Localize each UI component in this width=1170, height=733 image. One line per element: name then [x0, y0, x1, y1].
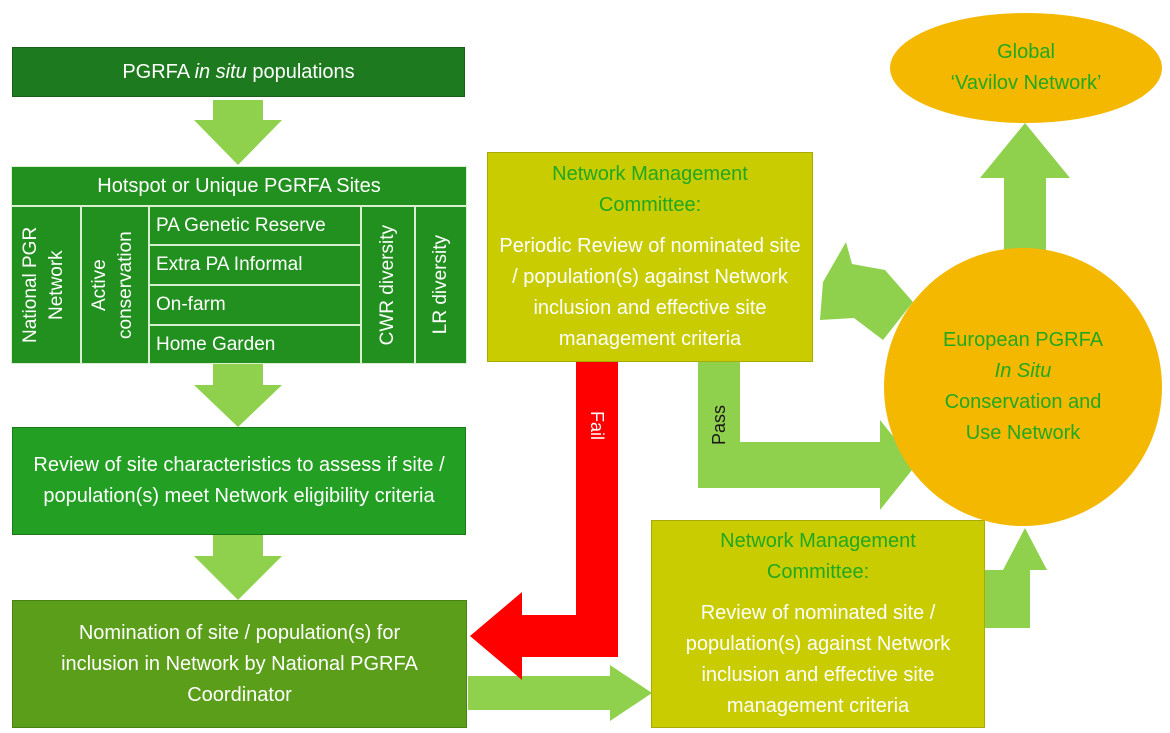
committee-top-box: Network Management Committee: Periodic R…: [487, 152, 813, 362]
committee-bottom-heading: Network Management Committee:: [720, 530, 916, 583]
row-home-garden: Home Garden: [149, 325, 361, 364]
committee-top-body: Periodic Review of nominated site / popu…: [499, 235, 801, 350]
populations-em: in situ: [194, 60, 247, 83]
global-line2: ‘Vavilov Network’: [950, 72, 1102, 94]
row-extra-pa-informal: Extra PA Informal: [149, 245, 361, 285]
row-on-farm: On-farm: [149, 285, 361, 325]
populations-pre: PGRFA: [122, 60, 195, 83]
european-line4: Use Network: [965, 422, 1081, 444]
row-pa-genetic-reserve: PA Genetic Reserve: [149, 206, 361, 245]
committee-top-heading: Network Management Committee:: [552, 163, 748, 216]
global-vavilov-ellipse: Global ‘Vavilov Network’: [890, 13, 1162, 123]
arrow-pass: [698, 362, 916, 510]
european-line3: Conservation and: [944, 391, 1102, 413]
col-lr-diversity: LR diversity: [415, 206, 467, 364]
global-line1: Global: [997, 41, 1055, 63]
arrow-committee-to-european: [985, 528, 1047, 628]
arrow-fail: [470, 362, 618, 680]
arrow-populations-to-hotspot: [194, 100, 282, 165]
european-network-circle: European PGRFA In Situ Conservation and …: [884, 248, 1162, 526]
committee-bottom-box: Network Management Committee: Review of …: [651, 520, 985, 728]
arrow-european-to-committee: [820, 242, 913, 340]
populations-box: PGRFA in situ populations: [12, 47, 465, 97]
fail-label: Fail: [587, 411, 607, 441]
hotspot-panel: Hotspot or Unique PGRFA Sites National P…: [11, 166, 467, 364]
review-site-box: Review of site characteristics to assess…: [12, 427, 466, 535]
european-line1: European PGRFA: [942, 329, 1104, 351]
arrow-hotspot-to-review: [194, 364, 282, 427]
col-national-pgr-network: National PGR Network: [11, 206, 81, 364]
pass-label: Pass: [709, 404, 729, 446]
arrow-european-to-global: [980, 123, 1070, 250]
nomination-box: Nomination of site / population(s) for i…: [12, 600, 467, 728]
col-active-conservation: Active conservation: [81, 206, 149, 364]
hotspot-title: Hotspot or Unique PGRFA Sites: [11, 166, 467, 206]
col-cwr-diversity: CWR diversity: [361, 206, 415, 364]
european-line2: In Situ: [994, 360, 1052, 382]
arrow-review-to-nomination: [194, 535, 282, 600]
committee-bottom-body: Review of nominated site / population(s)…: [685, 602, 951, 717]
arrow-nomination-to-committee: [468, 665, 652, 721]
populations-post: populations: [246, 60, 355, 83]
